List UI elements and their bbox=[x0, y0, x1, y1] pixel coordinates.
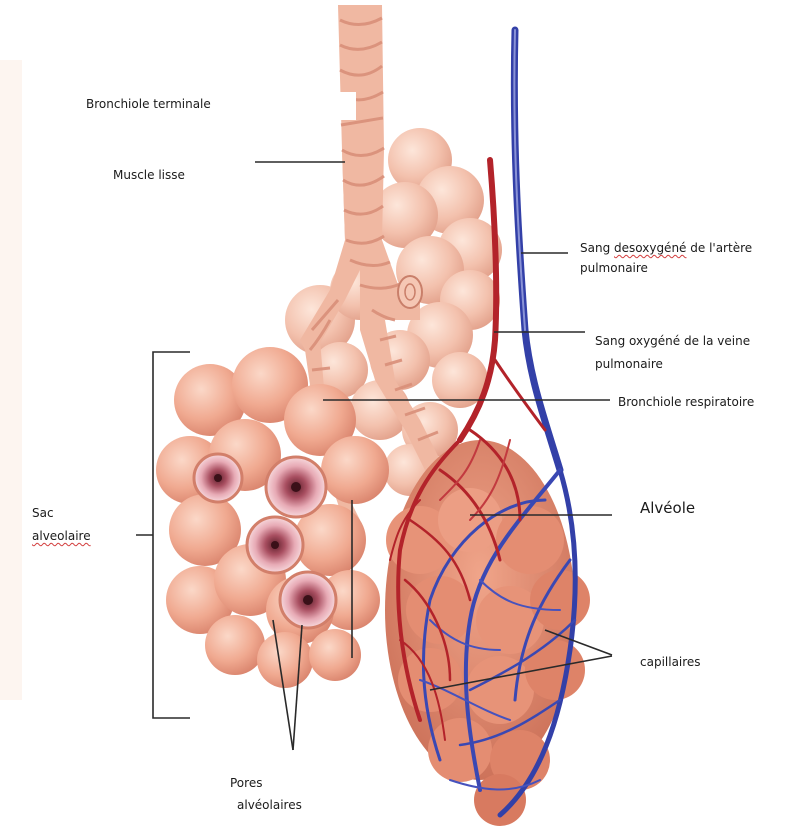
label-capillaires: capillaires bbox=[640, 654, 701, 671]
label-muscle-lisse: Muscle lisse bbox=[113, 167, 185, 184]
label-pores-line1: Pores bbox=[230, 775, 262, 792]
label-bronchiole-terminale: Bronchiole terminale bbox=[86, 96, 211, 113]
label-part-a: Sang bbox=[580, 241, 614, 255]
label-sac-line1: Sac bbox=[32, 505, 54, 522]
label-part-b: desoxygéné bbox=[614, 241, 686, 255]
label-pores-line2: alvéolaires bbox=[237, 797, 302, 814]
label-part-c: de l'artère bbox=[686, 241, 752, 255]
background-tint bbox=[0, 60, 22, 700]
label-bronchiole-respiratoire: Bronchiole respiratoire bbox=[618, 394, 754, 411]
label-sang-desoxygene-line1: Sang desoxygéné de l'artère bbox=[580, 240, 752, 257]
label-sang-desoxygene-line2: pulmonaire bbox=[580, 260, 648, 277]
label-sang-oxygene-line1: Sang oxygéné de la veine bbox=[595, 333, 750, 350]
notch bbox=[338, 92, 356, 120]
label-sac-line2: alveolaire bbox=[32, 528, 91, 545]
label-alveole: Alvéole bbox=[640, 500, 695, 517]
label-sang-oxygene-line2: pulmonaire bbox=[595, 356, 663, 373]
